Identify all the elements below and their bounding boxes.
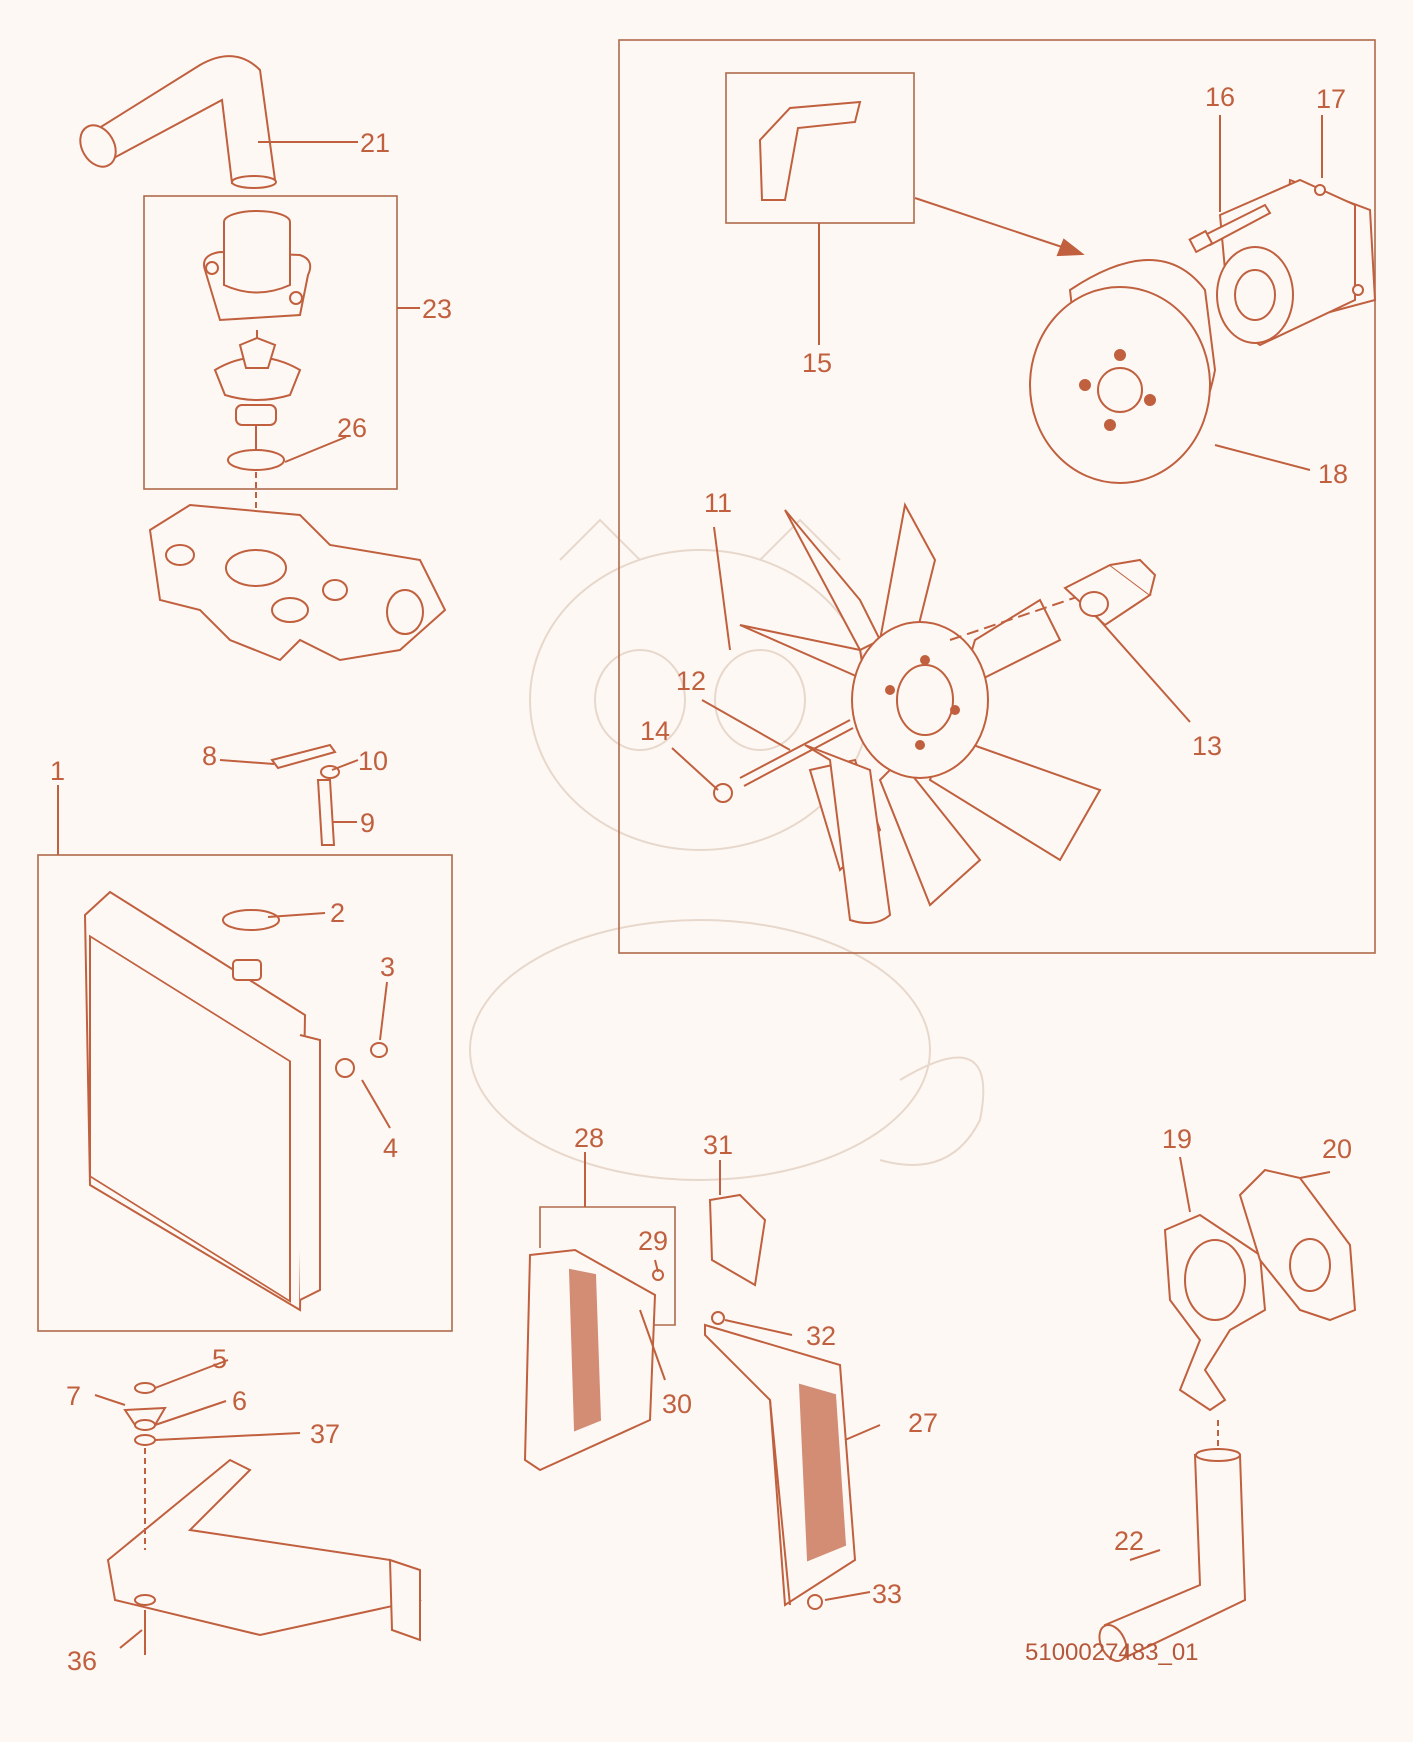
- fan-bolt: [713, 719, 854, 803]
- mount-bracket: [106, 1382, 422, 1655]
- belt-segment: [758, 100, 862, 201]
- callout-15: 15: [802, 348, 832, 378]
- shroud-panel-left: [523, 1248, 657, 1472]
- belt-arrow-head: [1056, 238, 1085, 257]
- callout-21: 21: [360, 128, 390, 158]
- fan-pump-group-frame: [618, 39, 1376, 954]
- engine-block: [148, 503, 447, 662]
- thermostat-group-frame: [143, 195, 398, 490]
- fan-spacer: [1063, 558, 1157, 627]
- callout-7: 7: [66, 1381, 81, 1411]
- callout-30: 30: [662, 1389, 692, 1419]
- callout-8: 8: [202, 741, 217, 771]
- shroud-side-piece: [708, 1193, 767, 1287]
- cooling-fan: [739, 502, 1102, 925]
- fan-pulley: [1029, 259, 1217, 484]
- callout-37: 37: [310, 1419, 340, 1449]
- callout-labels: 21 23 26 1 8 10 9 2 3 4 11 12 14 13 15 1…: [50, 82, 1352, 1676]
- lower-hose: [1098, 1420, 1247, 1662]
- belt-arrow-line: [914, 197, 1066, 249]
- callout-2: 2: [330, 898, 345, 928]
- pump-bolt: [1188, 203, 1272, 254]
- thermostat-housing: [203, 210, 312, 525]
- callout-19: 19: [1162, 1124, 1192, 1154]
- callout-14: 14: [640, 716, 670, 746]
- callout-11: 11: [704, 488, 732, 518]
- leader-lines: [57, 115, 1331, 1649]
- drawing-code: 5100027483_01: [1025, 1639, 1199, 1666]
- callout-31: 31: [703, 1130, 733, 1160]
- callout-9: 9: [360, 808, 375, 838]
- radiator-group-frame: [37, 854, 453, 1332]
- callout-22: 22: [1114, 1526, 1144, 1556]
- shroud-panel-right: [704, 1323, 857, 1607]
- callout-3: 3: [380, 952, 395, 982]
- fan-axis-line: [949, 595, 1081, 641]
- callout-1: 1: [50, 756, 65, 786]
- pump-cover: [1163, 1213, 1267, 1412]
- callout-29: 29: [638, 1226, 668, 1256]
- pump-gasket: [1238, 1168, 1357, 1322]
- callout-10: 10: [358, 746, 388, 776]
- radiator-stay: [270, 743, 340, 846]
- callout-4: 4: [383, 1133, 398, 1163]
- callout-33: 33: [872, 1579, 902, 1609]
- callout-5: 5: [212, 1344, 227, 1374]
- callout-12: 12: [676, 666, 706, 696]
- callout-36: 36: [67, 1646, 97, 1676]
- screw-32: [711, 1311, 725, 1325]
- callout-20: 20: [1322, 1134, 1352, 1164]
- radiator: [83, 890, 388, 1312]
- belt-box-frame: [725, 72, 915, 224]
- screw-33: [807, 1594, 823, 1610]
- callout-17: 17: [1316, 84, 1346, 114]
- callout-26: 26: [337, 413, 367, 443]
- callout-13: 13: [1192, 731, 1222, 761]
- callout-6: 6: [232, 1386, 247, 1416]
- water-pump: [1216, 178, 1377, 347]
- upper-hose: [79, 55, 277, 189]
- callout-28: 28: [574, 1123, 604, 1153]
- callout-27: 27: [908, 1408, 938, 1438]
- callout-32: 32: [806, 1321, 836, 1351]
- callout-18: 18: [1318, 459, 1348, 489]
- callout-16: 16: [1205, 82, 1235, 112]
- callout-23: 23: [422, 294, 452, 324]
